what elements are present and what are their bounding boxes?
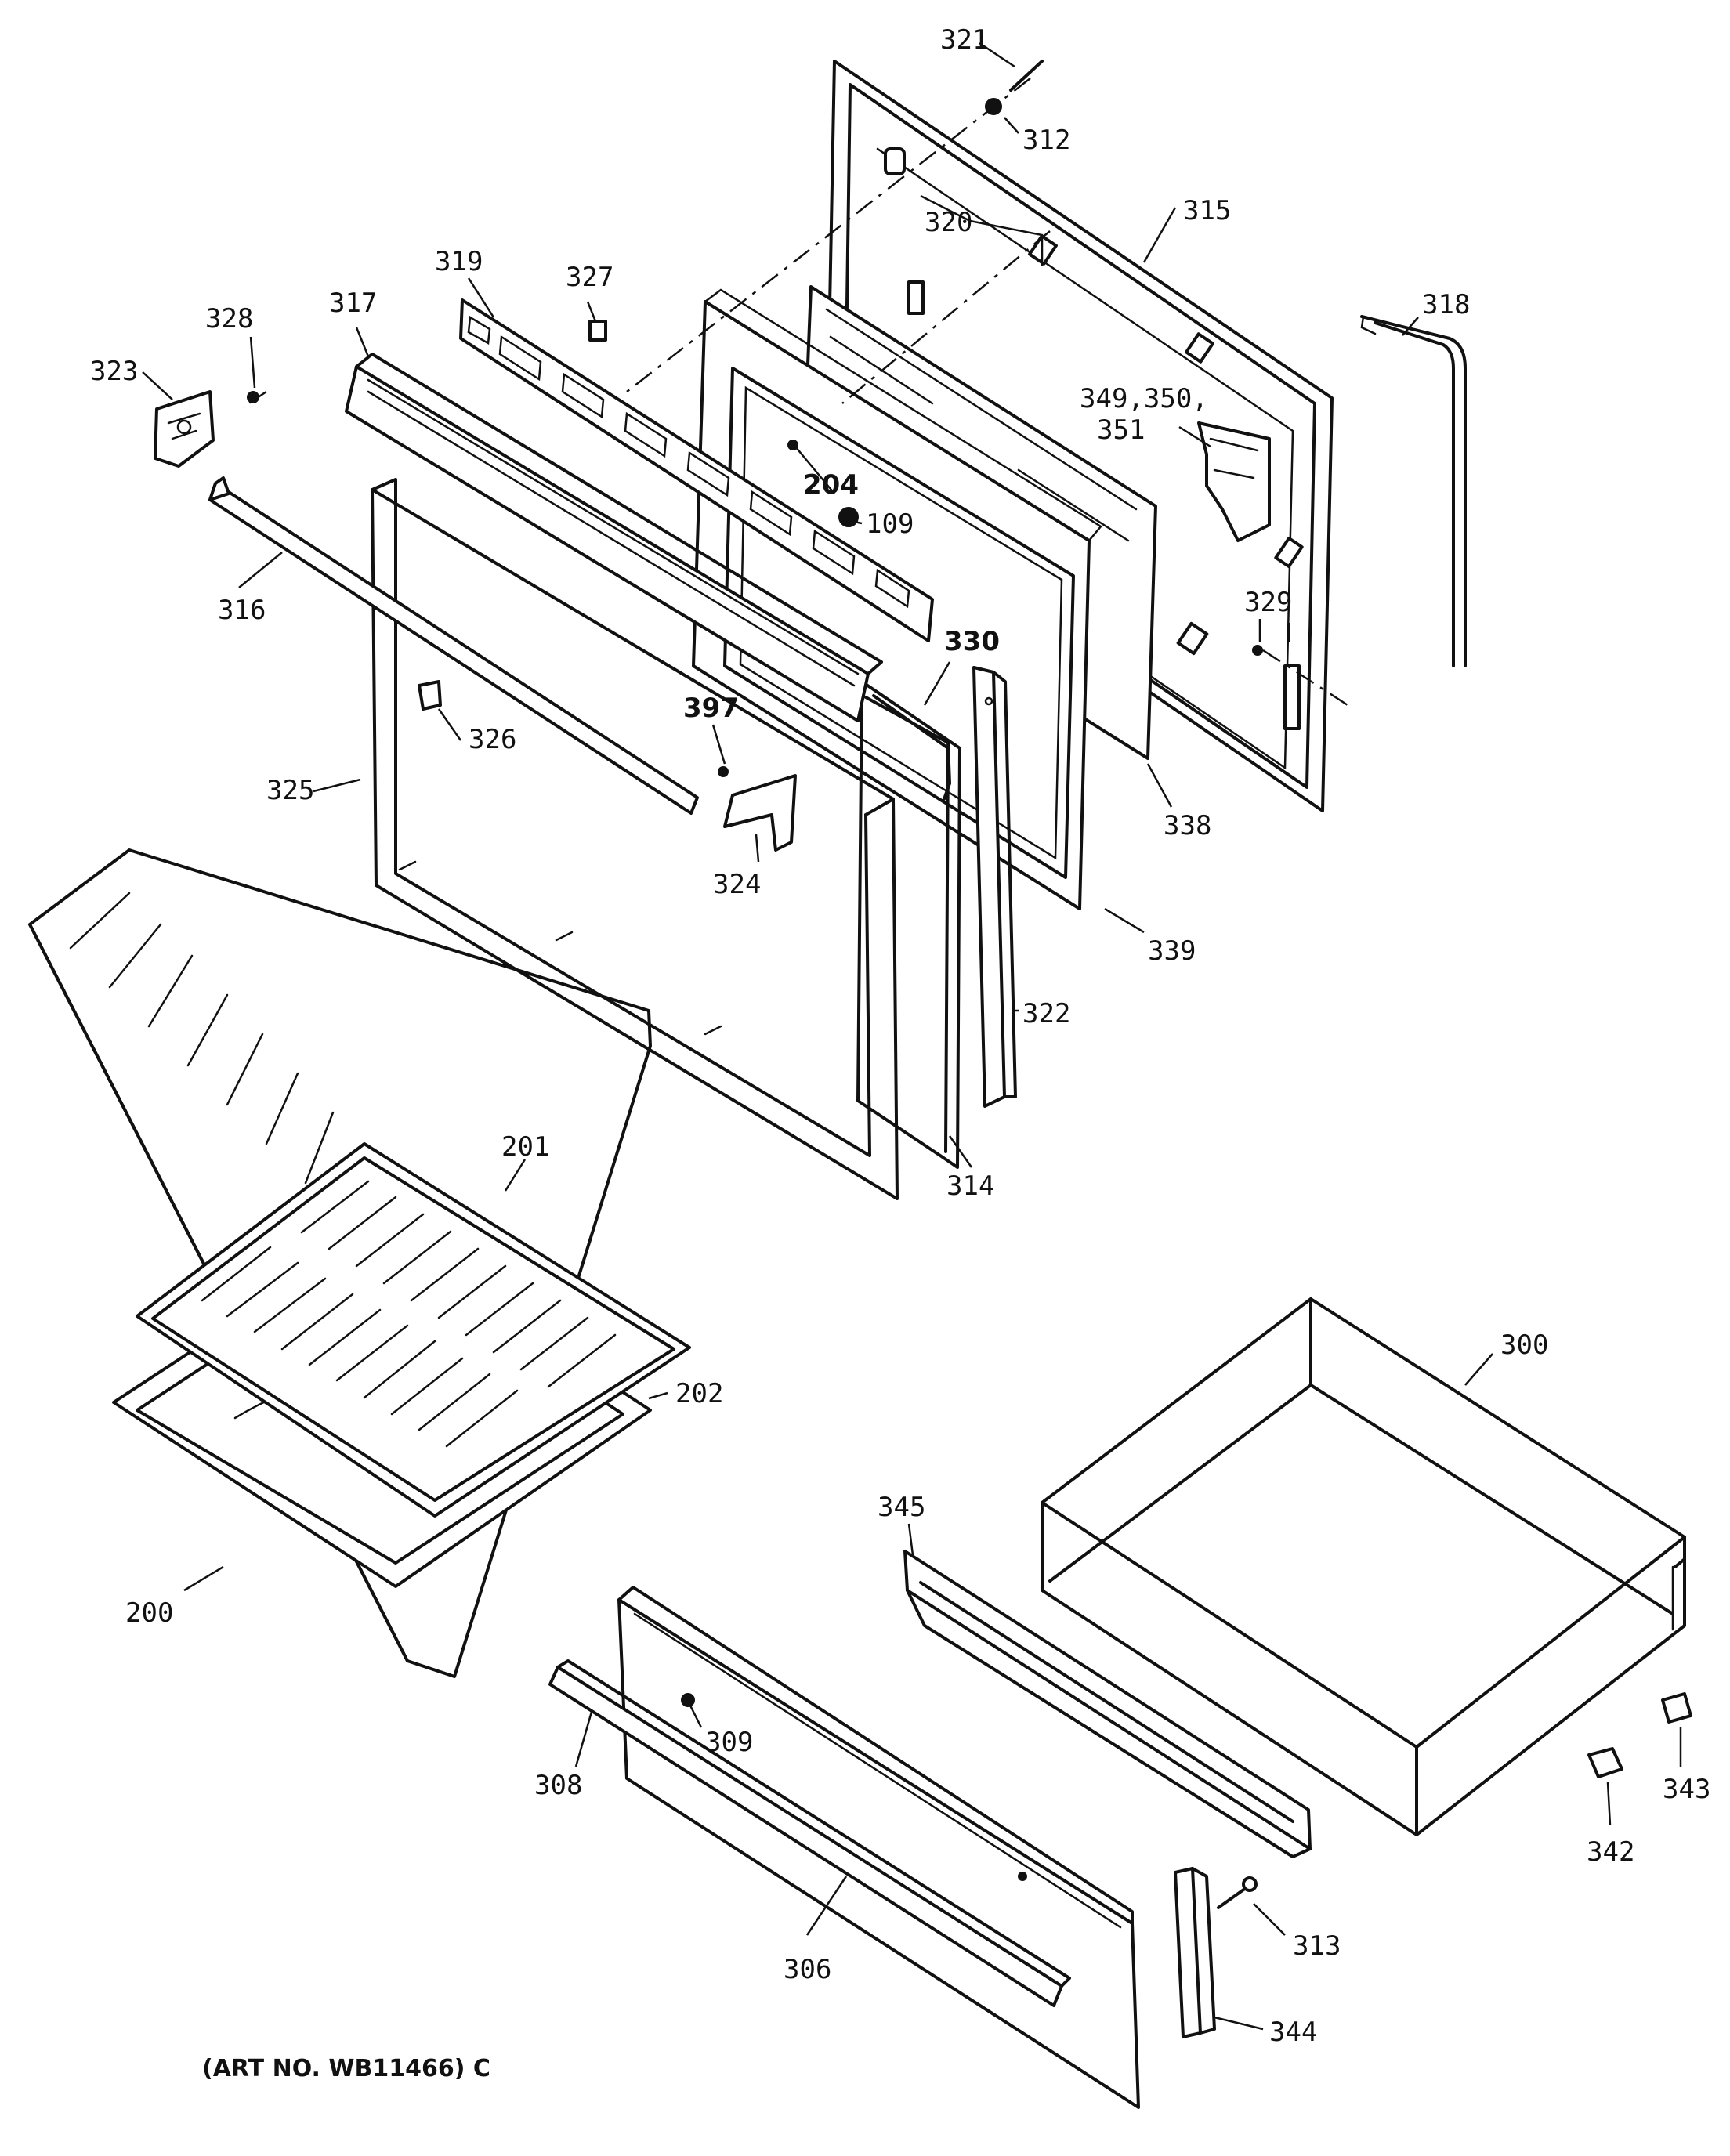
label-323: 323: [90, 356, 138, 387]
label-325: 325: [266, 775, 314, 806]
part-324-bracket: [723, 774, 797, 852]
label-397: 397: [683, 693, 739, 724]
art-number: (ART NO. WB11466) C: [202, 2055, 490, 2082]
label-306: 306: [784, 1954, 831, 1985]
part-344-bracket: [1174, 1867, 1216, 2038]
label-201: 201: [501, 1131, 549, 1163]
part-201-pan-insert: [136, 1142, 691, 1518]
part-308-drawer-handle: [548, 1659, 1071, 2007]
part-300-drawer-box: [1041, 1297, 1686, 1836]
label-309: 309: [705, 1727, 753, 1758]
part-317-top-trim: [345, 353, 883, 722]
label-327: 327: [566, 262, 613, 293]
label-315: 315: [1183, 195, 1231, 226]
label-326: 326: [469, 724, 516, 755]
label-343: 343: [1663, 1774, 1710, 1805]
label-319: 319: [435, 246, 483, 277]
part-322-hinge-channel: [972, 666, 1017, 1108]
callout-labels: 321 312 320 315 318 319 327 317 328 323 …: [90, 24, 1710, 2082]
label-339: 339: [1148, 935, 1196, 967]
part-330-seal: [864, 696, 951, 801]
label-316: 316: [218, 595, 266, 626]
leader-lines: [142, 42, 1682, 2031]
label-345: 345: [878, 1492, 925, 1523]
label-329: 329: [1244, 587, 1292, 618]
part-318-gasket: [1360, 315, 1467, 667]
label-338: 338: [1164, 810, 1211, 841]
label-313: 313: [1293, 1930, 1341, 1962]
alignment-lines: [242, 78, 1348, 707]
part-345-drawer-slide: [903, 1550, 1312, 1858]
label-308: 308: [534, 1770, 582, 1801]
label-351: 351: [1097, 414, 1145, 446]
label-344: 344: [1269, 2017, 1317, 2048]
label-324: 324: [713, 869, 761, 900]
part-325-outer-frame: [371, 478, 899, 1200]
part-313-screw: [1217, 1876, 1258, 1909]
label-317: 317: [329, 288, 377, 319]
label-314: 314: [946, 1170, 994, 1202]
label-318: 318: [1422, 289, 1470, 320]
label-342: 342: [1587, 1836, 1634, 1868]
part-319-vent-panel: [459, 298, 934, 642]
label-109: 109: [866, 508, 914, 540]
part-343-clip: [1661, 1692, 1692, 1724]
label-202: 202: [675, 1378, 723, 1409]
label-320: 320: [925, 207, 972, 238]
label-349: 349,350,: [1080, 383, 1208, 414]
label-322: 322: [1022, 998, 1070, 1029]
label-204: 204: [803, 469, 859, 501]
part-316-handle: [208, 476, 699, 815]
part-342-clip: [1587, 1747, 1623, 1778]
label-200: 200: [125, 1597, 173, 1629]
part-326-clip: [418, 680, 442, 711]
part-349-insulation: [1197, 421, 1271, 542]
label-300: 300: [1500, 1329, 1548, 1361]
label-321: 321: [940, 24, 988, 56]
label-312: 312: [1022, 125, 1070, 156]
label-328: 328: [205, 303, 253, 335]
part-323-latch: [154, 390, 215, 468]
label-330: 330: [944, 626, 1000, 657]
